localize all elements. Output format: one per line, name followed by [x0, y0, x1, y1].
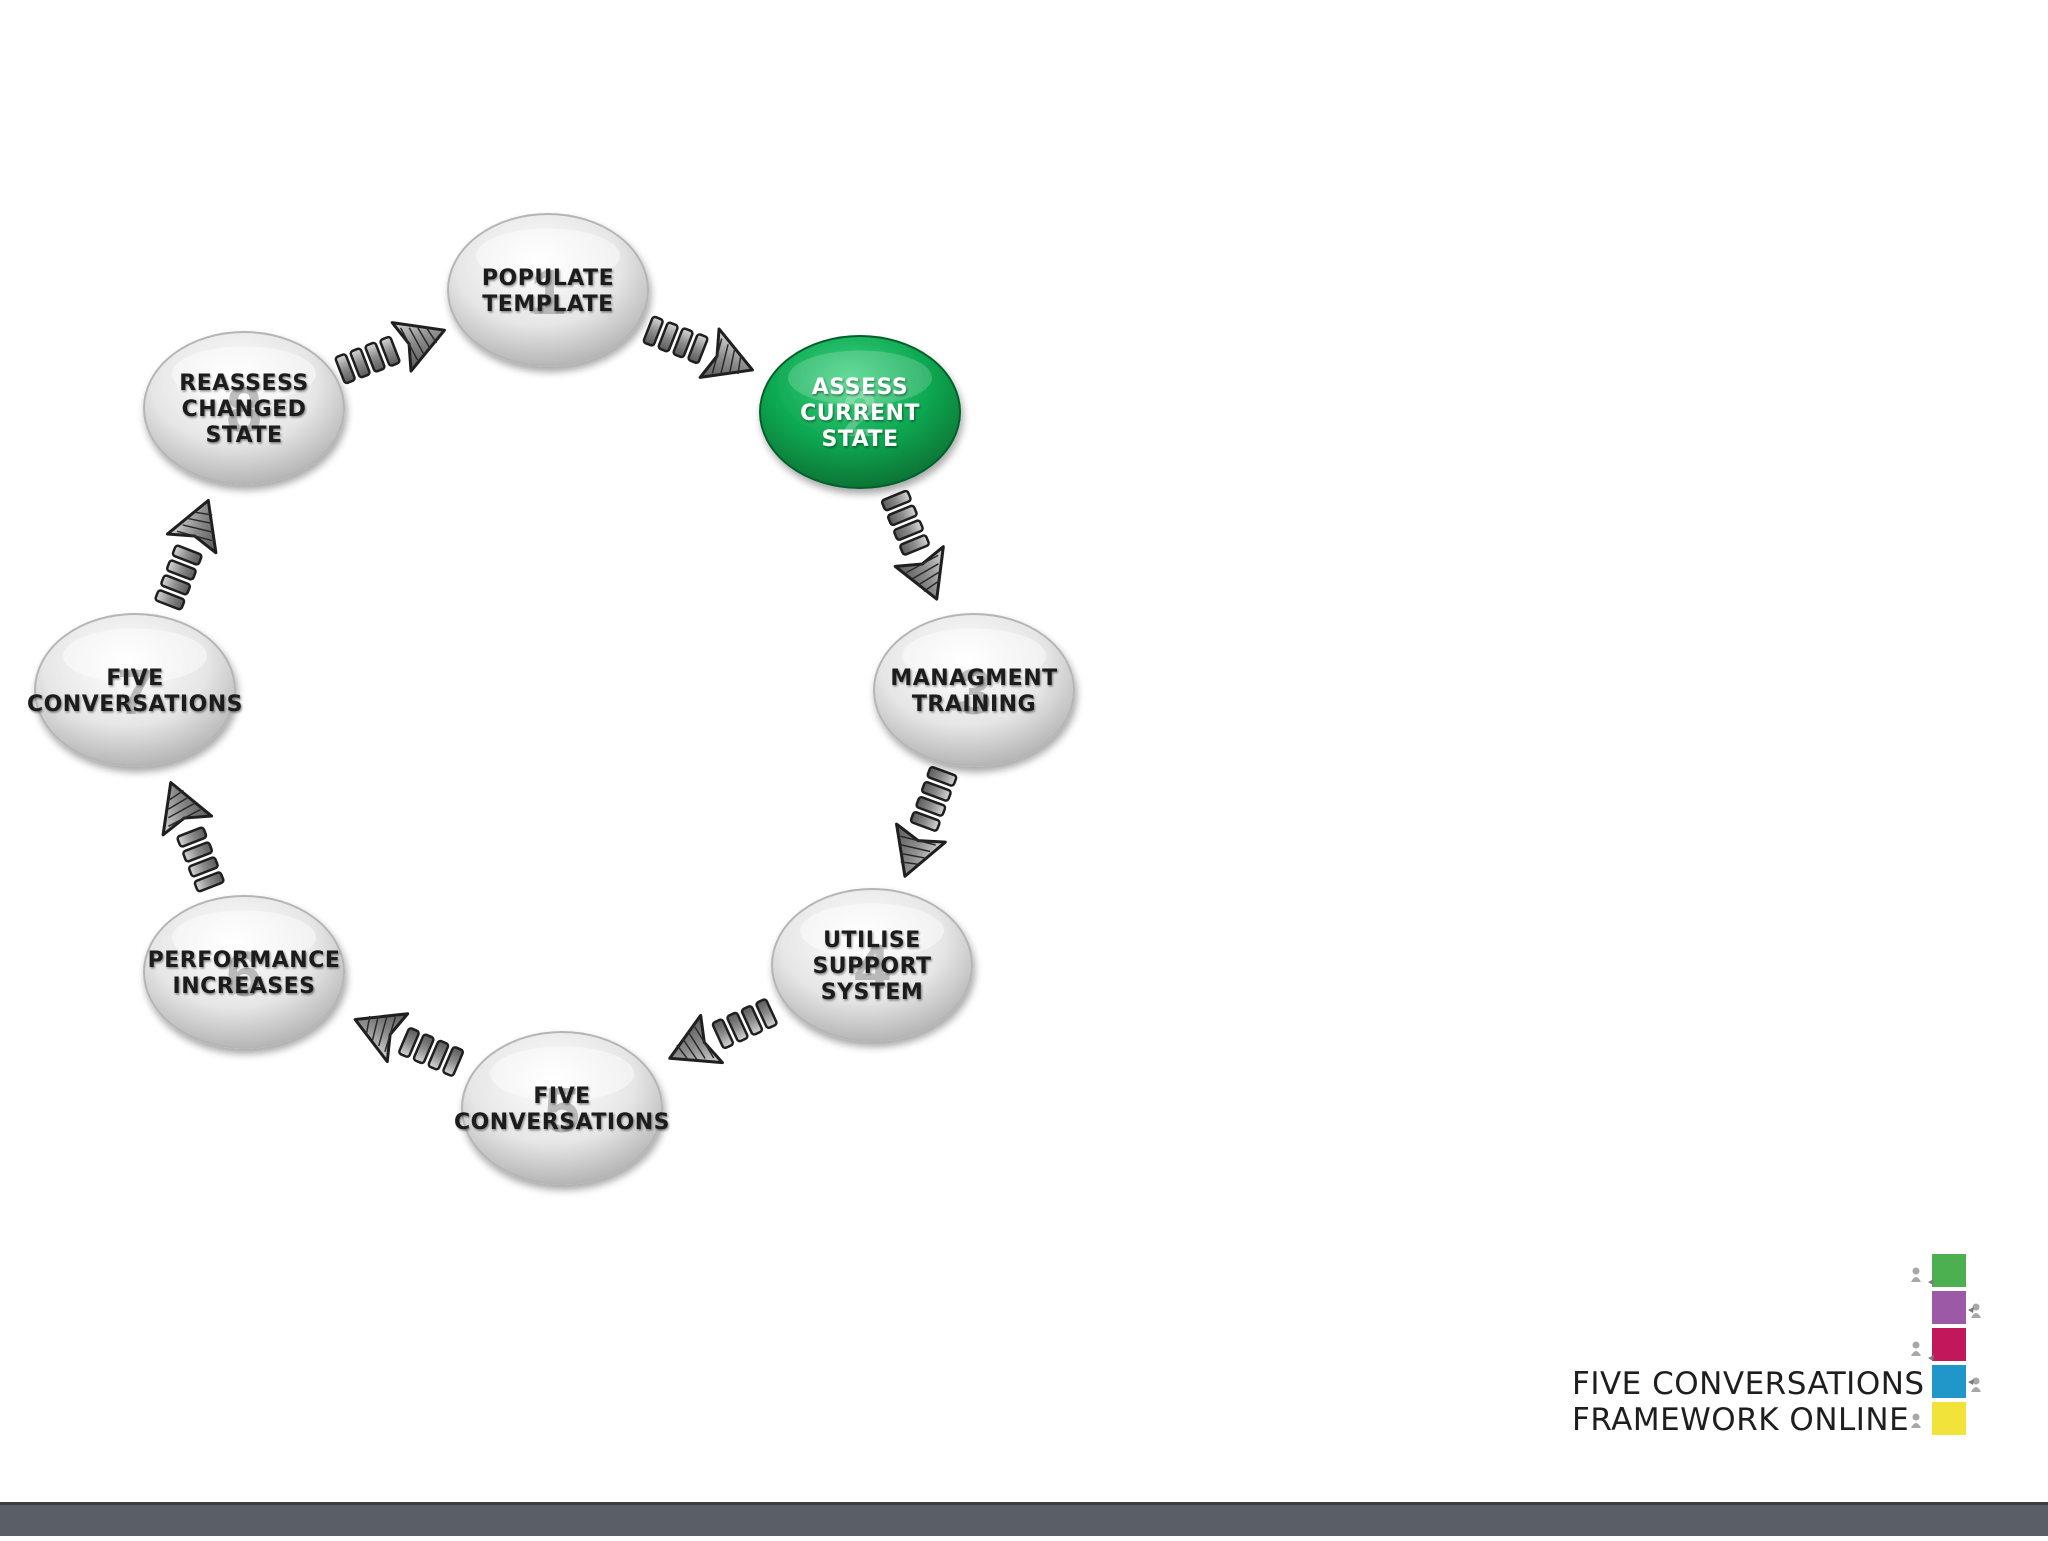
pointer-icon: [1968, 1307, 1974, 1313]
footer-bar: [0, 1502, 2048, 1536]
logo-line-2: FRAMEWORK ONLINE: [1572, 1402, 1925, 1438]
pointer-icon: [1928, 1279, 1934, 1285]
cycle-arrow-icon: [147, 773, 236, 896]
cycle-arrow-icon: [639, 305, 762, 394]
node-label-line: STATE: [822, 427, 899, 452]
pointer-icon: [1928, 1355, 1934, 1361]
cycle-arrow-icon: [331, 306, 454, 395]
logo-line-1: FIVE CONVERSATIONS: [1572, 1366, 1925, 1402]
node-label-line: POPULATE: [482, 266, 614, 291]
node-label-line: ASSESS: [812, 375, 908, 400]
person-icon: [1911, 1342, 1921, 1357]
node-label-line: SYSTEM: [821, 980, 924, 1005]
node-label-line: CHANGED: [182, 397, 307, 422]
logo-block: [1932, 1254, 1966, 1287]
node-label-line: TRAINING: [912, 692, 1036, 717]
node-label-line: FIVE: [106, 666, 163, 691]
node-label-line: REASSESS: [179, 371, 308, 396]
node-label-line: SUPPORT: [812, 954, 931, 979]
cycle-arrow-icon: [345, 996, 468, 1088]
logo-mark-icon: [1906, 1250, 1986, 1438]
node-label-line: FIVE: [533, 1084, 590, 1109]
node-label-line: STATE: [206, 423, 283, 448]
node-label-line: CONVERSATIONS: [27, 692, 243, 717]
person-icon: [1911, 1414, 1921, 1429]
cycle-arrow-icon: [881, 762, 969, 885]
node-label-line: UTILISE: [823, 928, 921, 953]
logo-block: [1932, 1365, 1966, 1398]
node-label-line: MANAGMENT: [890, 666, 1057, 691]
cycle-arrow-icon: [659, 988, 782, 1082]
logo-text: FIVE CONVERSATIONS FRAMEWORK ONLINE: [1572, 1366, 1925, 1438]
node-label-line: CONVERSATIONS: [454, 1110, 670, 1135]
node-label-line: TEMPLATE: [482, 292, 613, 317]
node-label-line: CURRENT: [800, 401, 920, 426]
node-label-line: INCREASES: [173, 974, 316, 999]
cycle-arrow-icon: [144, 491, 233, 614]
person-icon: [1911, 1268, 1921, 1283]
logo-block: [1932, 1291, 1966, 1324]
cycle-arrow-icon: [870, 486, 961, 609]
person-icon: [1971, 1378, 1981, 1393]
node-label-line: PERFORMANCE: [148, 948, 341, 973]
logo-block: [1932, 1328, 1966, 1361]
logo-block: [1932, 1402, 1966, 1435]
pointer-icon: [1968, 1379, 1974, 1385]
